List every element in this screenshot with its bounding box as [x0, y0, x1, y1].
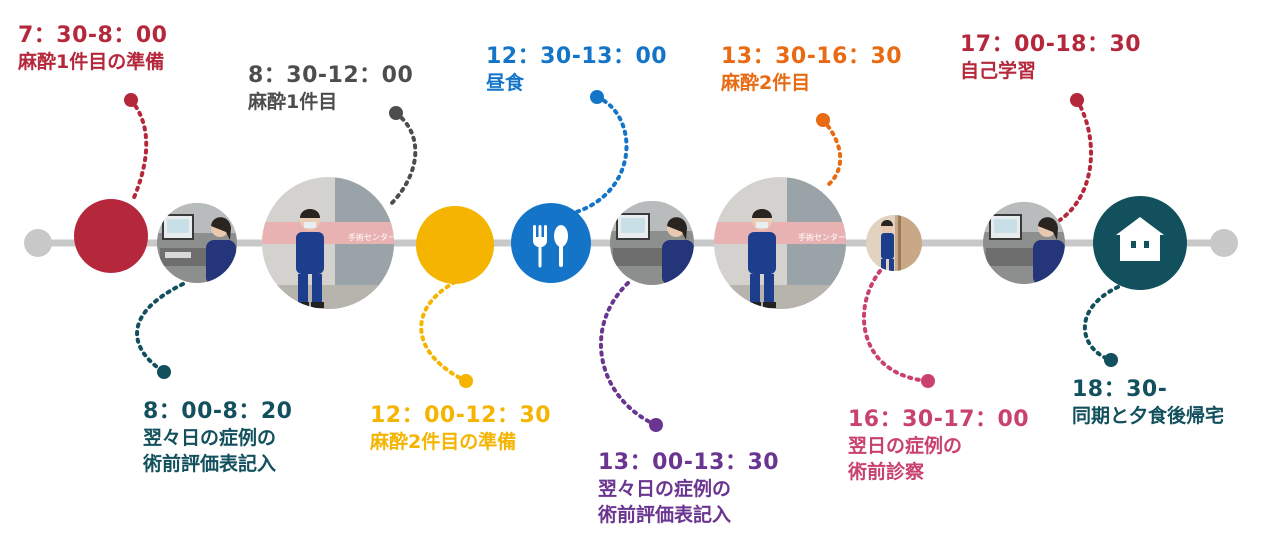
event-time: 8：30-12：00 — [248, 63, 414, 88]
event-label-12-00: 12：00-12：30 麻酔2件目の準備 — [370, 403, 551, 455]
event-desc: 術前評価表記入 — [598, 504, 732, 526]
connector-16-30 — [861, 269, 930, 383]
event-desc: 麻酔1件目の準備 — [18, 51, 165, 73]
event-time: 7：30-8：00 — [18, 23, 168, 48]
node-lunch — [511, 203, 591, 283]
dot-7-30 — [124, 93, 138, 107]
event-time: 8：00-8：20 — [143, 399, 293, 424]
event-label-13-30: 13：30-16：30 麻酔2件目 — [721, 44, 902, 96]
connector-13-30 — [821, 118, 843, 187]
event-time: 12：00-12：30 — [370, 403, 552, 428]
dot-12-00 — [459, 374, 473, 388]
event-time: 13：00-13：30 — [598, 450, 780, 475]
connector-8-00 — [135, 282, 185, 374]
event-desc: 術前評価表記入 — [143, 453, 277, 475]
dot-8-00 — [157, 365, 171, 379]
connector-7-30 — [129, 98, 149, 202]
dot-13-00 — [649, 418, 663, 432]
house-icon — [1116, 217, 1164, 261]
event-time: 17：00-18：30 — [960, 32, 1142, 57]
connector-12-00 — [419, 280, 468, 383]
event-time: 12：30-13：00 — [486, 44, 668, 69]
connector-12-30 — [568, 95, 629, 216]
connector-17-00 — [1058, 98, 1093, 222]
event-desc: 同期と夕食後帰宅 — [1072, 405, 1225, 427]
fork-spoon-icon — [533, 225, 568, 268]
connector-13-00 — [598, 281, 658, 427]
event-label-8-30: 8：30-12：00 麻酔1件目 — [248, 63, 413, 115]
dot-8-30 — [389, 106, 403, 120]
event-label-7-30: 7：30-8：00 麻酔1件目の準備 — [18, 23, 167, 75]
event-label-16-30: 16：30-17：00 翌日の症例の 術前診察 — [848, 407, 1029, 485]
photo-staff-standing-2: 手術センター — [714, 177, 846, 309]
node-12-00-prep — [416, 206, 494, 284]
dot-17-00 — [1070, 93, 1084, 107]
event-time: 16：30-17：00 — [848, 407, 1030, 432]
dot-12-30 — [590, 90, 604, 104]
photo-staff-at-desk-2 — [610, 201, 694, 285]
event-label-17-00: 17：00-18：30 自己学習 — [960, 32, 1141, 84]
photo-staff-at-desk-3 — [983, 202, 1065, 284]
photo-signage: 手術センター — [348, 232, 396, 242]
event-label-13-00: 13：00-13：30 翌々日の症例の 術前評価表記入 — [598, 450, 779, 528]
timeline-end-cap — [1210, 229, 1238, 257]
dot-13-30 — [816, 113, 830, 127]
event-time: 13：30-16：30 — [721, 44, 903, 69]
event-time: 18：30- — [1072, 377, 1168, 402]
event-label-12-30: 12：30-13：00 昼食 — [486, 44, 667, 96]
event-desc: 昼食 — [486, 72, 525, 94]
event-desc: 自己学習 — [960, 60, 1037, 82]
node-home — [1093, 196, 1187, 290]
dot-16-30 — [921, 374, 935, 388]
event-desc: 術前診察 — [848, 461, 925, 483]
connector-8-30 — [388, 111, 418, 207]
event-desc: 翌日の症例の — [848, 435, 963, 457]
photo-staff-at-door — [866, 215, 922, 271]
event-desc: 麻酔1件目 — [248, 91, 338, 113]
event-desc: 麻酔2件目の準備 — [370, 431, 517, 453]
event-desc: 翌々日の症例の — [598, 478, 732, 500]
event-label-8-00: 8：00-8：20 翌々日の症例の 術前評価表記入 — [143, 399, 292, 477]
event-desc: 麻酔2件目 — [721, 72, 811, 94]
photo-signage: 手術センター — [798, 232, 846, 242]
photo-staff-standing-1: 手術センター — [262, 177, 396, 309]
timeline-start-cap — [24, 229, 52, 257]
connector-18-30 — [1082, 285, 1120, 362]
node-7-30-prep — [74, 199, 148, 273]
event-desc: 翌々日の症例の — [143, 427, 277, 449]
event-label-18-30: 18：30- 同期と夕食後帰宅 — [1072, 377, 1224, 429]
dot-18-30 — [1104, 353, 1118, 367]
photo-staff-at-desk-1 — [157, 203, 237, 283]
